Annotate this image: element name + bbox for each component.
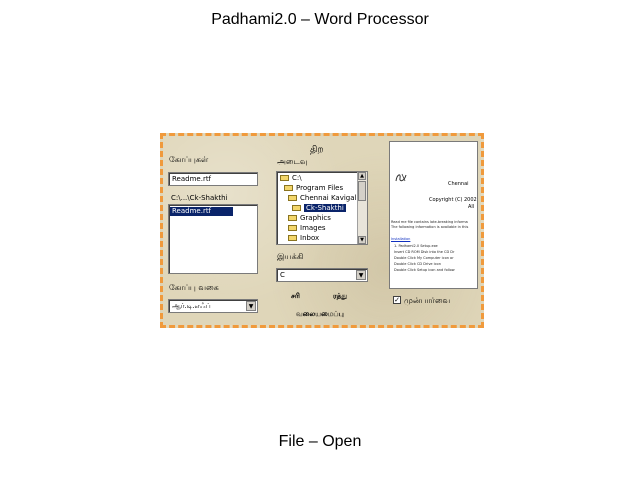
logo-icon bbox=[395, 173, 407, 182]
slide-caption: File – Open bbox=[278, 433, 362, 450]
folder-item[interactable]: Images bbox=[286, 224, 366, 233]
drive-select-value: C bbox=[280, 271, 285, 279]
filetype-select[interactable]: ஆர்.டி.எஃப் ▼ bbox=[168, 299, 258, 313]
network-button[interactable]: வலையமைப்பு bbox=[296, 310, 344, 318]
filename-input-value: Readme.rtf bbox=[172, 175, 212, 183]
dialog-title: திற bbox=[310, 145, 324, 155]
file-list[interactable]: Readme.rtf bbox=[168, 204, 258, 274]
folder-open-icon bbox=[280, 175, 289, 181]
scroll-down-icon[interactable]: ▼ bbox=[358, 236, 366, 244]
folders-label: அடைவு bbox=[277, 157, 308, 166]
preview-checkbox-label: முன்பார்வை bbox=[404, 296, 451, 305]
preview-line: Double Click My Computer icon or bbox=[394, 256, 454, 260]
current-path: C:\...\Ck-Shakthi bbox=[171, 194, 228, 202]
folder-icon bbox=[288, 235, 297, 241]
preview-line: Double Click CD Drive icon bbox=[394, 262, 441, 266]
preview-org: Chennai bbox=[448, 181, 469, 187]
folder-item[interactable]: Inbox bbox=[286, 234, 366, 243]
drive-select[interactable]: C ▼ bbox=[276, 268, 368, 282]
preview-line: 1. Padhami2.0 Setup.exe bbox=[394, 244, 438, 248]
preview-checkbox[interactable]: ✓ bbox=[393, 296, 401, 304]
scroll-up-icon[interactable]: ▲ bbox=[358, 172, 366, 180]
cancel-button[interactable]: ரத்து bbox=[333, 292, 348, 300]
folder-item[interactable]: Chennai Kavigal bbox=[286, 194, 366, 203]
filetype-select-value: ஆர்.டி.எஃப் bbox=[172, 302, 211, 310]
preview-line: The following information is available i… bbox=[391, 225, 469, 229]
folder-scrollbar[interactable]: ▲ ▼ bbox=[357, 172, 367, 244]
folder-item[interactable]: Program Files bbox=[282, 184, 366, 193]
folder-icon bbox=[288, 225, 297, 231]
preview-heading: Installation bbox=[391, 237, 411, 241]
ok-button[interactable]: சரி bbox=[291, 292, 300, 300]
folder-item[interactable]: C:\ bbox=[278, 174, 366, 183]
filename-input[interactable]: Readme.rtf bbox=[168, 172, 258, 186]
folder-item[interactable]: Graphics bbox=[286, 214, 366, 223]
preview-rights: All bbox=[468, 204, 475, 210]
chevron-down-icon[interactable]: ▼ bbox=[356, 270, 366, 280]
folder-open-icon bbox=[292, 205, 301, 211]
file-list-item[interactable]: Readme.rtf bbox=[170, 207, 233, 216]
chevron-down-icon[interactable]: ▼ bbox=[246, 301, 256, 311]
preview-line: Read me file contains late-breaking info… bbox=[391, 220, 468, 224]
filetype-label: கோப்பு வகை bbox=[169, 283, 219, 292]
files-label: கோப்புகள் bbox=[169, 155, 209, 164]
preview-line: Double Click Setup icon and follow bbox=[394, 268, 455, 272]
preview-line: Insert CD ROM Disk into the CD Dr bbox=[394, 250, 455, 254]
folder-icon bbox=[288, 215, 297, 221]
drive-label: இயக்கி bbox=[277, 252, 304, 261]
scroll-thumb[interactable] bbox=[358, 181, 366, 201]
folder-item[interactable]: Ck-Shakthi bbox=[290, 204, 356, 213]
folder-open-icon bbox=[288, 195, 297, 201]
preview-pane: Chennai Copyright (C) 2002 All Read me f… bbox=[389, 141, 478, 289]
preview-copyright: Copyright (C) 2002 bbox=[429, 197, 477, 203]
folder-tree[interactable]: C:\ Program Files Chennai Kavigal Ck-Sha… bbox=[276, 171, 368, 245]
folder-open-icon bbox=[284, 185, 293, 191]
slide-title: Padhami2.0 – Word Processor bbox=[211, 11, 429, 28]
